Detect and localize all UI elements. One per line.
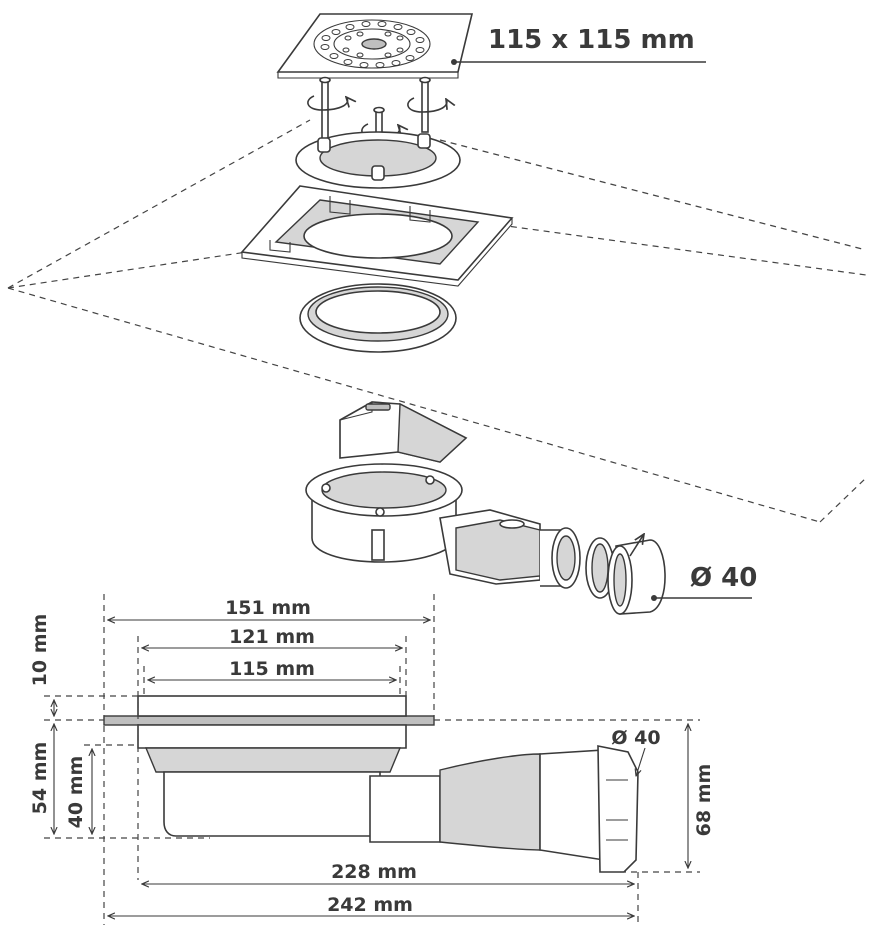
drain-body <box>305 463 581 589</box>
dim-10-label: 10 mm <box>29 614 51 687</box>
dim-40-label: 40 mm <box>65 756 87 829</box>
grate <box>276 13 706 79</box>
dim-68-label: 68 mm <box>693 764 715 837</box>
labels: 115 x 115 mm Ø 40 151 mm 121 mm 115 mm Ø… <box>29 25 757 916</box>
outlet-side-label: Ø 40 <box>611 727 660 749</box>
dimension-lines <box>44 594 700 925</box>
tile-frame <box>240 185 514 287</box>
outlet-parts <box>585 534 752 615</box>
outlet-diameter-label: Ø 40 <box>690 563 757 593</box>
dim-54-label: 54 mm <box>29 742 51 815</box>
dim-242-label: 242 mm <box>327 894 413 916</box>
dim-151-label: 151 mm <box>225 597 311 619</box>
grate-holes <box>320 21 425 68</box>
dim-228-label: 228 mm <box>331 861 417 883</box>
dim-115-label: 115 mm <box>229 658 315 680</box>
grate-size-label: 115 x 115 mm <box>488 25 695 55</box>
adapter-ring <box>295 131 461 189</box>
dim-121-label: 121 mm <box>229 626 315 648</box>
side-elevation <box>103 695 639 873</box>
sealing-ring <box>299 283 457 353</box>
odor-trap <box>339 401 468 463</box>
floor-plane-dashed <box>7 119 867 523</box>
